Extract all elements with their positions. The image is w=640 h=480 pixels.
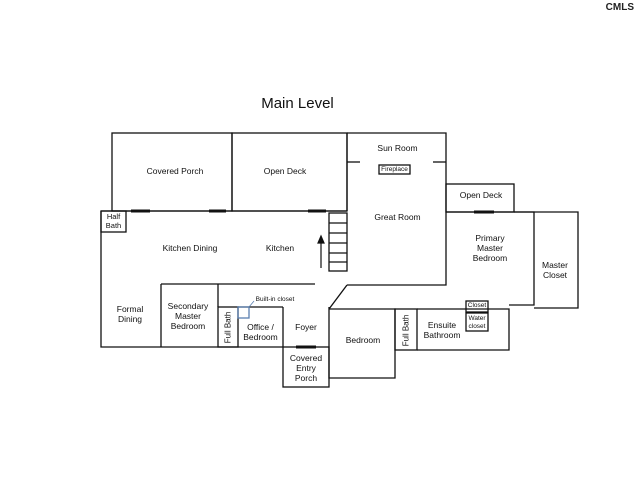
secondary-master-bedroom-label: Secondary Master Bedroom [167,301,209,331]
sun-room-label: Sun Room [377,143,418,153]
covered-entry-porch-label: Covered Entry Porch [289,353,323,383]
master-closet-outline [514,211,579,309]
closet-outline [465,300,489,313]
half-bath-outline [100,210,127,233]
water-closet-outline [465,312,489,332]
master-closet-label: Master Closet [542,260,568,280]
full-bath-left-label: Full Bath [223,311,233,344]
bedroom-outline [328,308,396,379]
office-bedroom-label: Office / Bedroom [243,322,278,342]
ensuite-bathroom-label: Ensuite Bathroom [423,320,461,340]
open-deck-left-label: Open Deck [263,166,307,176]
stairs-arrow-icon [317,234,325,268]
full-bath-left-outline [217,306,239,348]
door-markers [131,209,494,349]
formal-dining-label: Formal Dining [116,304,144,324]
stairs-outline [328,212,348,272]
half-bath-label: Half Bath [105,212,122,230]
cmls-logo: CMLS [605,2,634,13]
plan-title: Main Level [261,95,334,112]
great-room-label: Great Room [374,212,421,222]
fireplace-outline [378,164,411,175]
fireplace-label: Fireplace [381,166,408,173]
open-deck-right-label: Open Deck [459,190,503,200]
foyer-label: Foyer [295,322,317,332]
sun-room-outline [346,132,447,162]
built-in-closet-outline [237,306,250,319]
covered-porch-label: Covered Porch [146,166,204,176]
primary-master-bedroom-label: Primary Master Bedroom [472,233,508,263]
kitchen-label: Kitchen [265,243,295,253]
full-bath-right-outline [394,308,418,351]
water-closet-label: Water closet [468,315,486,330]
ensuite-bathroom-outline [417,308,510,351]
great-room-outline [346,162,447,286]
closet-label: Closet [467,302,487,309]
kitchen-dining-label: Kitchen Dining [162,243,218,253]
bedroom-label: Bedroom [345,335,381,345]
built-in-closet-label: Built-in closet [255,296,295,303]
full-bath-right-label: Full Bath [401,314,411,347]
